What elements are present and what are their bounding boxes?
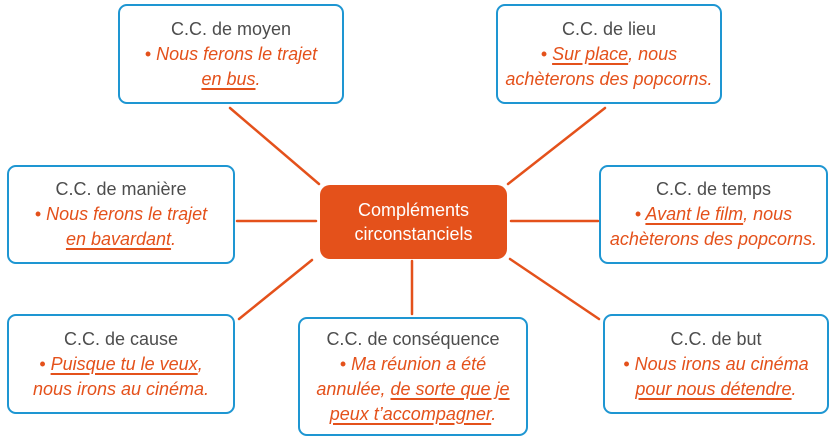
connector-lieu bbox=[506, 106, 607, 186]
node-consequence-title: C.C. de conséquence bbox=[326, 328, 500, 349]
node-cause: C.C. de cause • Puisque tu le veux,nous … bbox=[7, 314, 235, 414]
node-moyen-title: C.C. de moyen bbox=[170, 18, 292, 39]
connector-but bbox=[508, 257, 601, 321]
connector-cause bbox=[237, 258, 314, 321]
node-maniere-title: C.C. de manière bbox=[55, 179, 187, 199]
node-temps-title: C.C. de temps bbox=[655, 179, 772, 199]
central-topic: Compléments circonstanciels bbox=[320, 185, 507, 259]
connector-moyen bbox=[228, 106, 321, 186]
node-lieu-title: C.C. de lieu bbox=[561, 18, 657, 39]
central-topic-label: Compléments circonstanciels bbox=[354, 200, 473, 244]
node-cause-example: • Puisque tu le veux,nous irons au ciném… bbox=[32, 353, 210, 399]
node-but-title: C.C. de but bbox=[670, 328, 762, 349]
node-cause-title: C.C. de cause bbox=[63, 328, 179, 349]
